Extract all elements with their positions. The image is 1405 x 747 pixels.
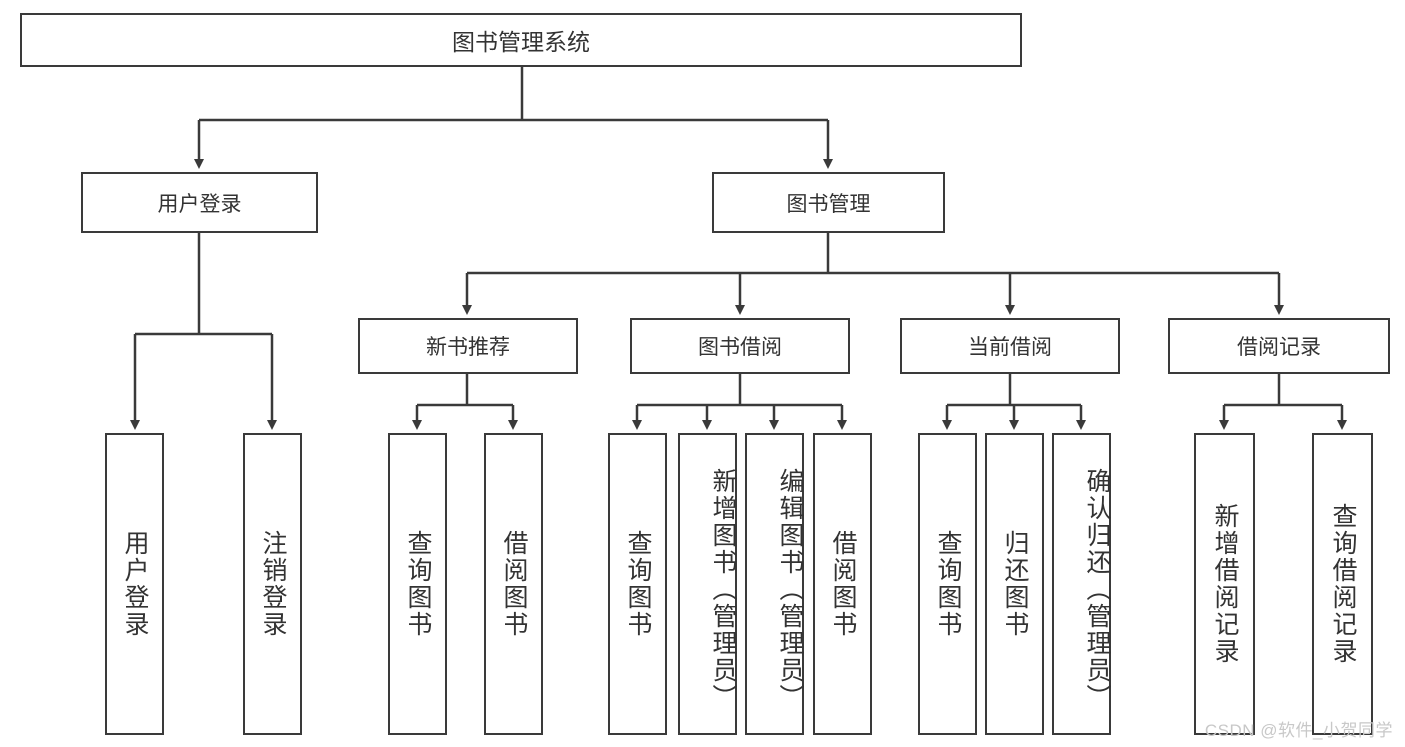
leaf-logout-login[interactable]: 注销登录 [243, 433, 302, 735]
leaf-borrow-book[interactable]: 借阅图书 [813, 433, 872, 735]
node-root-system[interactable]: 图书管理系统 [20, 13, 1022, 67]
node-user-login[interactable]: 用户登录 [81, 172, 318, 233]
leaf-query-book-current[interactable]: 查询图书 [918, 433, 977, 735]
leaf-user-login[interactable]: 用户登录 [105, 433, 164, 735]
leaf-add-book-admin[interactable]: 新增图书（管理员） [678, 433, 737, 735]
node-book-management[interactable]: 图书管理 [712, 172, 945, 233]
leaf-edit-book-admin[interactable]: 编辑图书（管理员） [745, 433, 804, 735]
leaf-confirm-return-admin[interactable]: 确认归还（管理员） [1052, 433, 1111, 735]
leaf-query-book-borrow[interactable]: 查询图书 [608, 433, 667, 735]
leaf-add-borrow-record[interactable]: 新增借阅记录 [1194, 433, 1255, 735]
node-borrow-record[interactable]: 借阅记录 [1168, 318, 1390, 374]
leaf-query-borrow-record[interactable]: 查询借阅记录 [1312, 433, 1373, 735]
node-book-borrow[interactable]: 图书借阅 [630, 318, 850, 374]
node-current-borrow[interactable]: 当前借阅 [900, 318, 1120, 374]
leaf-query-book-recommend[interactable]: 查询图书 [388, 433, 447, 735]
leaf-borrow-book-recommend[interactable]: 借阅图书 [484, 433, 543, 735]
csdn-watermark: CSDN @软件_小贺同学 [1204, 721, 1393, 740]
node-new-book-recommend[interactable]: 新书推荐 [358, 318, 578, 374]
leaf-return-book[interactable]: 归还图书 [985, 433, 1044, 735]
